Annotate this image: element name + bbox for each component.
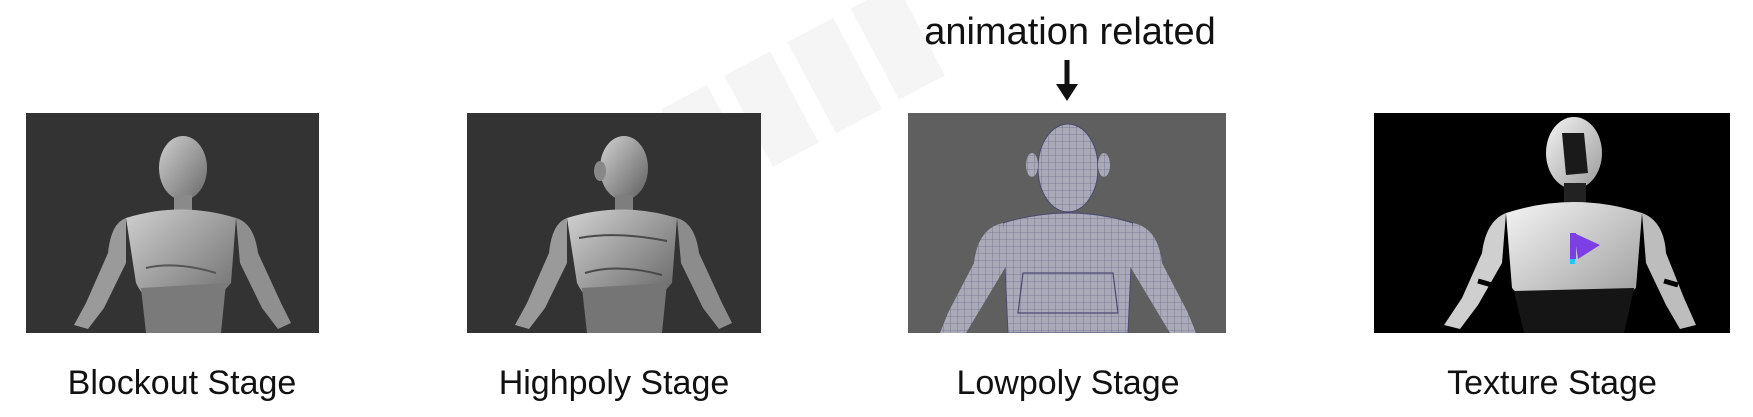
annotation-label: animation related xyxy=(924,11,1216,53)
down-arrow-icon xyxy=(1056,60,1078,101)
lowpoly-stage-label: Lowpoly Stage xyxy=(956,364,1180,402)
texture-stage-image xyxy=(1374,113,1730,333)
highpoly-stage-label: Highpoly Stage xyxy=(498,364,730,402)
highpoly-stage-image xyxy=(467,113,761,333)
lowpoly-stage-image xyxy=(908,113,1226,333)
blockout-stage-label: Blockout Stage xyxy=(67,364,297,402)
blockout-stage-image xyxy=(26,113,319,333)
texture-stage-label: Texture Stage xyxy=(1447,364,1657,402)
